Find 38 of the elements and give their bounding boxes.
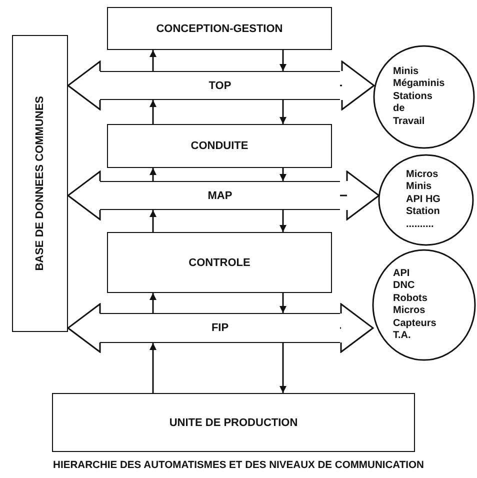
level-box	[107, 7, 332, 50]
device-list: Minis Mégaminis Stations de Travail	[393, 66, 455, 128]
device-circle	[373, 45, 475, 149]
arrow	[340, 60, 375, 110]
arrow	[280, 50, 286, 71]
arrow	[150, 50, 156, 71]
database-box	[12, 35, 68, 332]
arrow	[67, 303, 101, 353]
arrow	[150, 343, 156, 393]
level-box	[107, 124, 332, 168]
device-circle	[372, 249, 476, 361]
arrow	[340, 170, 380, 220]
arrow	[67, 170, 101, 220]
box-label: CONDUITE	[190, 140, 248, 152]
bus-label: MAP	[208, 190, 232, 202]
arrow	[280, 100, 286, 124]
box-label: CONTROLE	[188, 256, 250, 268]
arrow	[280, 293, 286, 313]
arrow	[150, 210, 156, 232]
arrow	[280, 210, 286, 232]
device-list: Micros Minis API HG Station ..........	[406, 168, 446, 232]
device-circle	[378, 154, 474, 246]
arrow	[67, 60, 101, 110]
arrow	[280, 168, 286, 181]
arrow	[150, 100, 156, 124]
bus-label: FIP	[211, 322, 229, 334]
box-label: UNITE DE PRODUCTION	[169, 416, 298, 428]
arrow	[150, 168, 156, 181]
box-label: BASE DE DONNEES COMMUNES	[34, 96, 46, 271]
arrow	[150, 293, 156, 313]
device-list: API DNC Robots Micros Capteurs T.A.	[393, 268, 455, 342]
arrow	[280, 343, 286, 393]
level-box	[52, 393, 415, 452]
level-box	[107, 232, 332, 293]
caption: HIERARCHIE DES AUTOMATISMES ET DES NIVEAUX DE COMMUNICATION	[52, 460, 425, 471]
box-label: CONCEPTION-GESTION	[156, 22, 283, 34]
bus-label: TOP	[208, 80, 232, 92]
arrow	[340, 303, 374, 353]
